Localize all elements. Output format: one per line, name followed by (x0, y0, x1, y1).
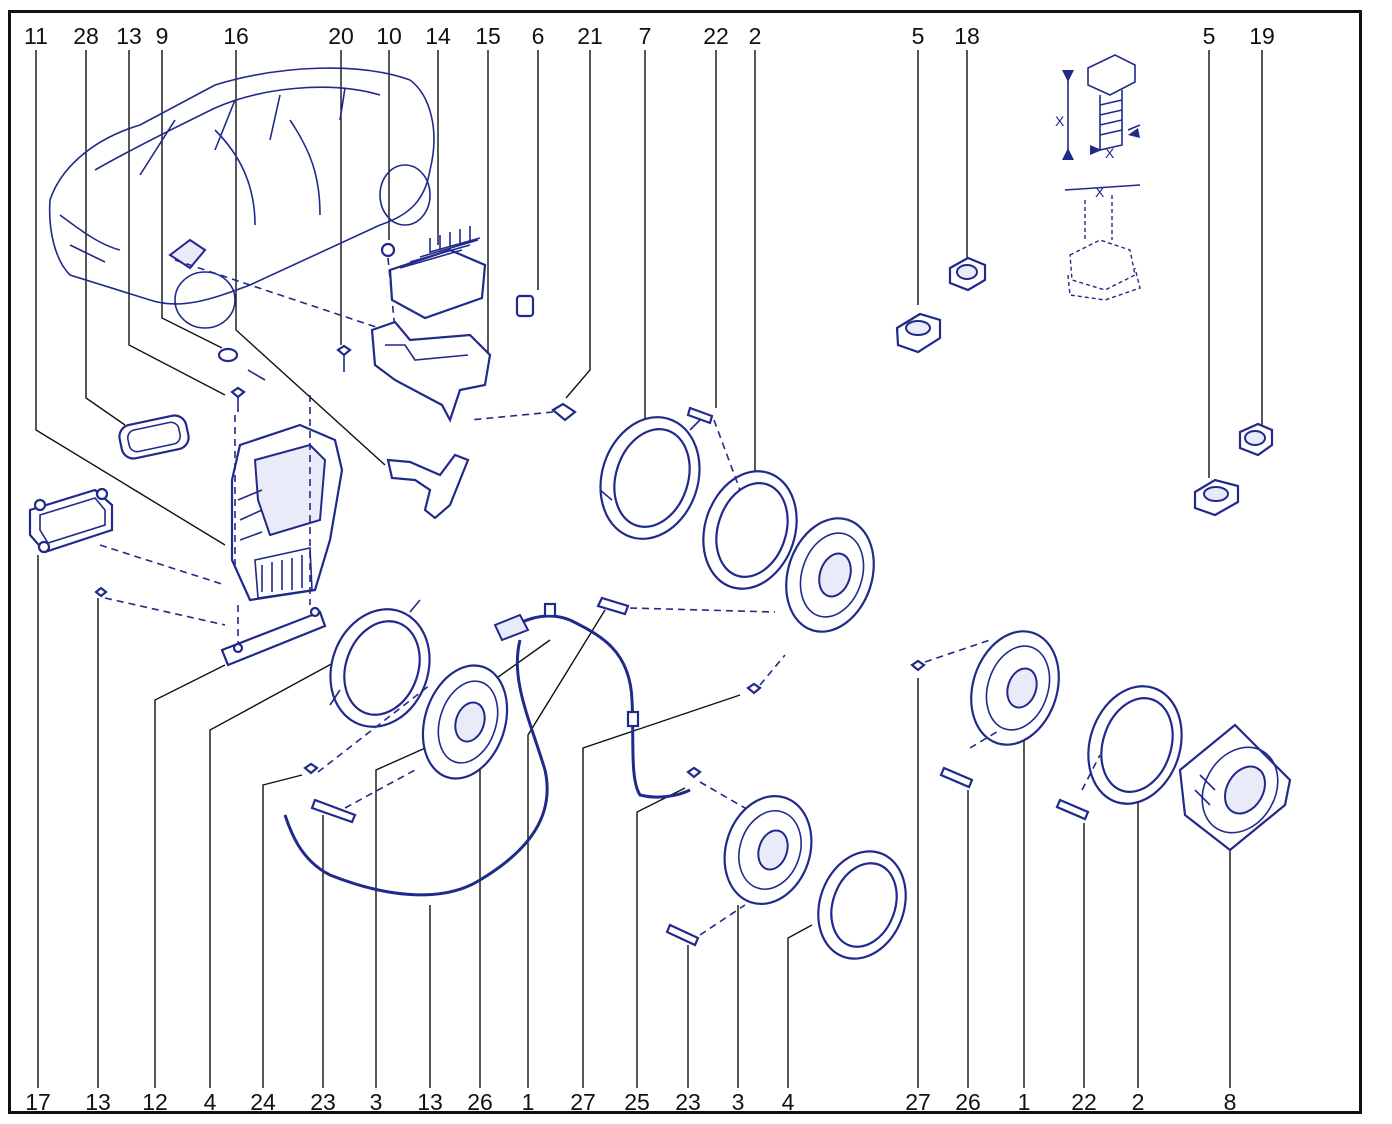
support-bracket (386, 453, 470, 520)
callout-number: 1 (521, 1089, 535, 1115)
callout-number: 22 (1071, 1089, 1097, 1115)
callout-number: 5 (1202, 23, 1216, 49)
callout-number: 2 (748, 23, 762, 49)
pad-28 (118, 414, 190, 460)
speaker-ring-7 (599, 416, 701, 540)
fasteners-upper (217, 344, 577, 422)
speaker-lower-3 (665, 766, 813, 947)
speaker-ring-2-mid (686, 406, 798, 590)
callout-number: 11 (24, 23, 48, 49)
callout-number: 3 (369, 1089, 383, 1115)
speaker-ring-left (329, 599, 431, 728)
tray-17 (28, 487, 114, 554)
callout-number: 7 (638, 23, 652, 49)
push-clips (596, 596, 786, 695)
callout-number: 15 (475, 23, 501, 49)
leader-lines (35, 50, 1263, 1088)
diagram-frame (8, 10, 1362, 1114)
callout-number: 20 (328, 23, 354, 49)
callout-number: 27 (570, 1089, 596, 1115)
amplifier-unit (380, 226, 487, 331)
callout-number: 6 (531, 23, 545, 49)
callout-number: 27 (905, 1089, 931, 1115)
callout-number: 25 (624, 1089, 650, 1115)
tweeters (895, 256, 1274, 517)
tightening-detail (1062, 54, 1141, 301)
callout-number: 13 (417, 1089, 443, 1115)
dimension-label-x: X (1095, 184, 1105, 200)
speaker-enclosure-8 (1178, 723, 1292, 852)
callout-number: 21 (577, 23, 603, 49)
subwoofer-housing (99, 395, 344, 650)
speaker-mid-1 (785, 517, 875, 633)
callout-number: 4 (781, 1089, 795, 1115)
vehicle-location-sketch (48, 67, 435, 346)
callout-number: 14 (425, 23, 451, 49)
callout-number: 19 (1249, 23, 1275, 49)
dimension-label-x: X (1105, 145, 1115, 161)
callout-number: 28 (73, 23, 99, 49)
callout-number: 22 (703, 23, 729, 49)
speaker-ring-right-2 (1055, 685, 1183, 821)
callout-number: 17 (25, 1089, 51, 1115)
callout-number: 26 (467, 1089, 493, 1115)
speaker-right-1 (910, 630, 1060, 789)
callout-number: 18 (954, 23, 980, 49)
callout-number: 16 (223, 23, 249, 49)
callout-number: 5 (911, 23, 925, 49)
callout-number: 24 (250, 1089, 276, 1115)
callout-number: 10 (376, 23, 402, 49)
callout-number: 9 (155, 23, 169, 49)
callout-number: 3 (731, 1089, 745, 1115)
callout-number: 26 (955, 1089, 981, 1115)
speaker-ring-lower-4 (817, 850, 907, 960)
amplifier-bracket (370, 294, 535, 423)
callout-number: 4 (203, 1089, 217, 1115)
callout-number: 23 (310, 1089, 336, 1115)
callout-number: 23 (675, 1089, 701, 1115)
callout-number: 1 (1017, 1089, 1031, 1115)
wiring-harness (283, 602, 691, 897)
callout-number: 8 (1223, 1089, 1237, 1115)
callout-number: 12 (142, 1089, 168, 1115)
speaker-left-3 (303, 664, 509, 824)
callout-number: 13 (116, 23, 142, 49)
callout-number: 13 (85, 1089, 111, 1115)
callout-number: 2 (1131, 1089, 1145, 1115)
dimension-label-x: X (1055, 113, 1065, 129)
base-bracket-12 (94, 586, 327, 667)
